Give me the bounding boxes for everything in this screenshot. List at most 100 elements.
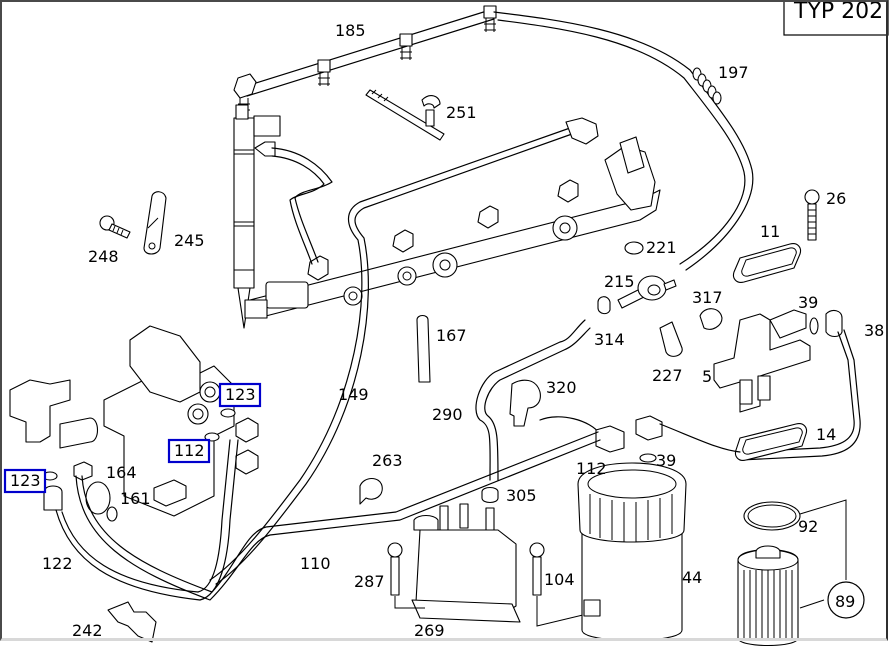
- callout-label[interactable]: 251: [446, 103, 477, 122]
- clip-242: [107, 601, 157, 643]
- callout-label[interactable]: 197: [718, 63, 749, 82]
- callout-label[interactable]: 11: [760, 222, 780, 241]
- callout-part-123a[interactable]: 123: [218, 382, 262, 408]
- callout-part-38[interactable]: 38: [864, 321, 884, 340]
- callout-label[interactable]: 123: [10, 471, 41, 490]
- callout-label[interactable]: 290: [432, 405, 463, 424]
- callout-part-104[interactable]: 104: [544, 570, 575, 589]
- callout-part-314[interactable]: 314: [594, 330, 625, 349]
- callout-part-290[interactable]: 290: [432, 405, 463, 424]
- callout-label[interactable]: 39: [656, 451, 676, 470]
- callout-part-269[interactable]: 269: [414, 621, 445, 640]
- callout-label[interactable]: 269: [414, 621, 445, 640]
- highlight-box: [3, 468, 47, 494]
- callout-part-112a[interactable]: 112: [167, 438, 211, 464]
- callout-label[interactable]: 245: [174, 231, 205, 250]
- callout-part-245[interactable]: 245: [174, 231, 205, 250]
- callout-part-185[interactable]: 185: [335, 21, 366, 40]
- callout-part-248[interactable]: 248: [88, 247, 119, 266]
- callout-label[interactable]: 320: [546, 378, 577, 397]
- filter-housing-44: [577, 462, 687, 642]
- bolt-104: [529, 542, 545, 596]
- callout-label[interactable]: 39: [798, 293, 818, 312]
- callout-part-92[interactable]: 92: [798, 517, 818, 536]
- callout-part-26[interactable]: 26: [826, 189, 846, 208]
- callout-label[interactable]: 314: [594, 330, 625, 349]
- callout-part-317[interactable]: 317: [692, 288, 723, 307]
- callout-label[interactable]: 112: [174, 441, 205, 460]
- callout-label[interactable]: 161: [120, 489, 151, 508]
- callout-label[interactable]: 185: [335, 21, 366, 40]
- callout-part-221[interactable]: 221: [646, 238, 677, 257]
- callout-part-122[interactable]: 122: [42, 554, 73, 573]
- callout-part-263[interactable]: 263: [372, 451, 403, 470]
- callout-label[interactable]: 5: [702, 367, 712, 386]
- callout-part-123b[interactable]: 123: [3, 468, 47, 494]
- pressure-regulator: [9, 379, 99, 449]
- callout-label[interactable]: 305: [506, 486, 537, 505]
- callout-label[interactable]: 287: [354, 572, 385, 591]
- clamp-263: [359, 477, 383, 505]
- callout-part-320[interactable]: 320: [546, 378, 577, 397]
- callout-label[interactable]: 104: [544, 570, 575, 589]
- callout-label[interactable]: 44: [682, 568, 702, 587]
- callout-part-251[interactable]: 251: [446, 103, 477, 122]
- highlight-box: [218, 382, 262, 408]
- callout-label[interactable]: 242: [72, 621, 103, 640]
- callout-part-287[interactable]: 287: [354, 572, 385, 591]
- callout-label[interactable]: 317: [692, 288, 723, 307]
- filter-element-89: [737, 545, 799, 646]
- fuel-cooler-269: [411, 503, 521, 623]
- callout-part-39a[interactable]: 39: [798, 293, 818, 312]
- callout-part-11[interactable]: 11: [760, 222, 780, 241]
- callout-part-242[interactable]: 242: [72, 621, 103, 640]
- callout-part-164[interactable]: 164: [106, 463, 137, 482]
- callout-label[interactable]: 123: [225, 385, 256, 404]
- callout-label[interactable]: 167: [436, 326, 467, 345]
- callout-label[interactable]: 248: [88, 247, 119, 266]
- callout-part-215[interactable]: 215: [604, 272, 635, 291]
- callout-part-305[interactable]: 305: [506, 486, 537, 505]
- callout-label[interactable]: 149: [338, 385, 369, 404]
- callout-part-149[interactable]: 149: [338, 385, 369, 404]
- clip-317: [699, 308, 723, 330]
- hose-149: [209, 127, 571, 581]
- callout-part-167[interactable]: 167: [436, 326, 467, 345]
- fitting-38: [825, 309, 843, 338]
- callout-part-14[interactable]: 14: [816, 425, 836, 444]
- o-ring-39: [809, 317, 819, 335]
- callout-label[interactable]: 221: [646, 238, 677, 257]
- bolt-26: [804, 189, 820, 241]
- callout-label[interactable]: 227: [652, 366, 683, 385]
- callout-label[interactable]: 38: [864, 321, 884, 340]
- return-hose: [493, 11, 754, 271]
- callout-label[interactable]: 215: [604, 272, 635, 291]
- callout-label[interactable]: 263: [372, 451, 403, 470]
- callout-part-197[interactable]: 197: [718, 63, 749, 82]
- clamp-305: [481, 486, 499, 504]
- type-label-box: TYP 202: [783, 0, 889, 36]
- callout-label[interactable]: 89: [835, 592, 855, 611]
- callout-label[interactable]: 14: [816, 425, 836, 444]
- callout-label[interactable]: 26: [826, 189, 846, 208]
- callout-part-112b[interactable]: 112: [576, 459, 607, 478]
- callout-part-161[interactable]: 161: [120, 489, 151, 508]
- callout-part-39b[interactable]: 39: [656, 451, 676, 470]
- callout-part-5[interactable]: 5: [702, 367, 712, 386]
- callout-label[interactable]: 164: [106, 463, 137, 482]
- callout-part-89[interactable]: 89: [835, 592, 855, 611]
- spring-197: [692, 67, 722, 105]
- gasket-11: [732, 243, 802, 283]
- callout-label[interactable]: 122: [42, 554, 73, 573]
- callout-label[interactable]: 110: [300, 554, 331, 573]
- callout-part-227[interactable]: 227: [652, 366, 683, 385]
- bolt-287: [387, 542, 403, 596]
- clip-251: [365, 89, 445, 141]
- highlight-box: [167, 438, 211, 464]
- callout-part-110[interactable]: 110: [300, 554, 331, 573]
- callout-label[interactable]: 92: [798, 517, 818, 536]
- callout-part-44[interactable]: 44: [682, 568, 702, 587]
- callout-label[interactable]: 112: [576, 459, 607, 478]
